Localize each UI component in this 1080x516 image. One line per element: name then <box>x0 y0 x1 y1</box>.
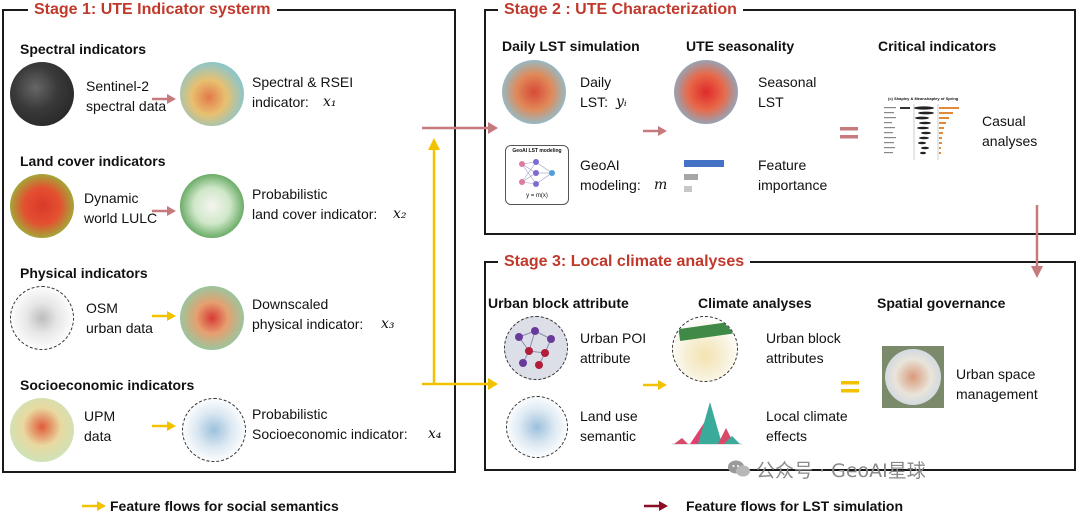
osm-image <box>10 286 74 350</box>
landuse-semantic-label: Land use semantic <box>580 408 638 444</box>
geoai-box-title: GeoAI LST modeling <box>512 148 562 154</box>
landcover-heading: Land cover indicators <box>20 153 166 169</box>
block-attributes-image <box>672 316 738 382</box>
symbol-m: m <box>654 177 668 193</box>
poi-image <box>504 316 568 380</box>
symbol-x1: x₁ <box>323 94 337 110</box>
rsei-image <box>180 62 244 126</box>
arrow-yellow-socio <box>152 421 176 431</box>
feature-importance-label: Feature importance <box>758 157 828 193</box>
casual-analyses-label: Casual analyses <box>982 113 1038 149</box>
landcover-output-label: Probabilistic land cover indicator: <box>252 186 378 222</box>
block-attributes-green-band <box>678 321 737 341</box>
symbol-x2: x₂ <box>393 206 407 222</box>
feature-importance-bars <box>684 160 724 192</box>
physical-output-label: Downscaled physical indicator: <box>252 296 364 332</box>
arrow-red-landcover <box>152 206 176 216</box>
arrow-red-spectral <box>152 94 176 104</box>
spectral-output-label: Spectral & RSEI indicator: <box>252 74 354 110</box>
block-attributes-label: Urban block attributes <box>766 330 841 366</box>
local-climate-effects-label: Local climate effects <box>766 408 848 444</box>
urban-space-image <box>882 346 944 408</box>
equals-sign-stage2 <box>840 127 858 139</box>
stage3-panel <box>484 261 1076 471</box>
seasonal-lst-label: Seasonal LST <box>758 74 817 110</box>
socio-source-label: UPM data <box>84 408 116 444</box>
arrow-yellow-stage3 <box>643 380 667 390</box>
legend-red-arrow <box>644 501 668 511</box>
geoai-label: GeoAI modeling: <box>580 157 641 193</box>
physical-source-label: OSM urban data <box>86 300 153 336</box>
stage2-panel <box>484 9 1076 235</box>
symbol-x4: x₄ <box>428 426 442 442</box>
legend-red-label: Feature flows for LST simulation <box>686 498 904 514</box>
symbol-x3: x₃ <box>381 316 395 332</box>
stage3-title: Stage 3: Local climate analyses <box>498 252 751 272</box>
daily-lst-heading: Daily LST simulation <box>502 38 640 54</box>
local-climate-peaks <box>672 402 742 445</box>
lulc-image <box>10 174 74 238</box>
shapley-chart: (c) Shapley & Meanshapley of Spring <box>882 96 972 162</box>
legend-yellow-label: Feature flows for social semantics <box>110 498 339 514</box>
equals-sign-stage3 <box>841 381 859 393</box>
poi-network-icon <box>515 327 555 369</box>
urban-space-circle <box>885 349 941 405</box>
stage1-title: Stage 1: UTE Indicator systerm <box>28 0 277 20</box>
landuse-image <box>506 396 568 458</box>
symbol-yi: yᵢ <box>616 94 627 110</box>
landcover-source-label: Dynamic world LULC <box>84 190 158 226</box>
sentinel-image <box>10 62 74 126</box>
legend-yellow-arrow <box>82 501 106 511</box>
geoai-model-box: GeoAI LST modeling y = m(x) <box>505 145 569 205</box>
geoai-box-formula: y = m(x) <box>526 193 548 199</box>
watermark-text: 公众号 · GeoAI星球 <box>756 459 926 482</box>
climate-analyses-heading: Climate analyses <box>698 295 812 311</box>
watermark: 公众号 · GeoAI星球 <box>728 456 926 482</box>
arrow-red-stage2 <box>643 126 667 136</box>
landcover-prob-image <box>180 174 244 238</box>
stage2-title: Stage 2 : UTE Characterization <box>498 0 743 20</box>
wechat-icon <box>728 460 750 477</box>
shapley-chart-title: (c) Shapley & Meanshapley of Spring <box>888 96 959 101</box>
physical-downscaled-image <box>180 286 244 350</box>
physical-heading: Physical indicators <box>20 265 148 281</box>
shapley-beeswarm <box>884 104 959 160</box>
spatial-governance-heading: Spatial governance <box>877 295 1006 311</box>
spectral-heading: Spectral indicators <box>20 41 147 57</box>
socio-output-label: Probabilistic Socioeconomic indicator: <box>252 406 408 442</box>
critical-indicators-heading: Critical indicators <box>878 38 997 54</box>
daily-lst-label: Daily LST: <box>580 74 612 110</box>
upm-image <box>10 398 74 462</box>
daily-lst-image <box>502 60 566 124</box>
urban-block-heading: Urban block attribute <box>488 295 629 311</box>
neural-net-icon <box>519 159 555 187</box>
socio-prob-image <box>182 398 246 462</box>
spectral-source-label: Sentinel-2 spectral data <box>86 78 167 114</box>
poi-attribute-label: Urban POI attribute <box>580 330 647 366</box>
arrow-yellow-physical <box>152 311 176 321</box>
urban-space-label: Urban space management <box>956 366 1038 402</box>
seasonal-lst-image <box>674 60 738 124</box>
socio-heading: Socioeconomic indicators <box>20 377 195 393</box>
ute-seasonality-heading: UTE seasonality <box>686 38 795 54</box>
